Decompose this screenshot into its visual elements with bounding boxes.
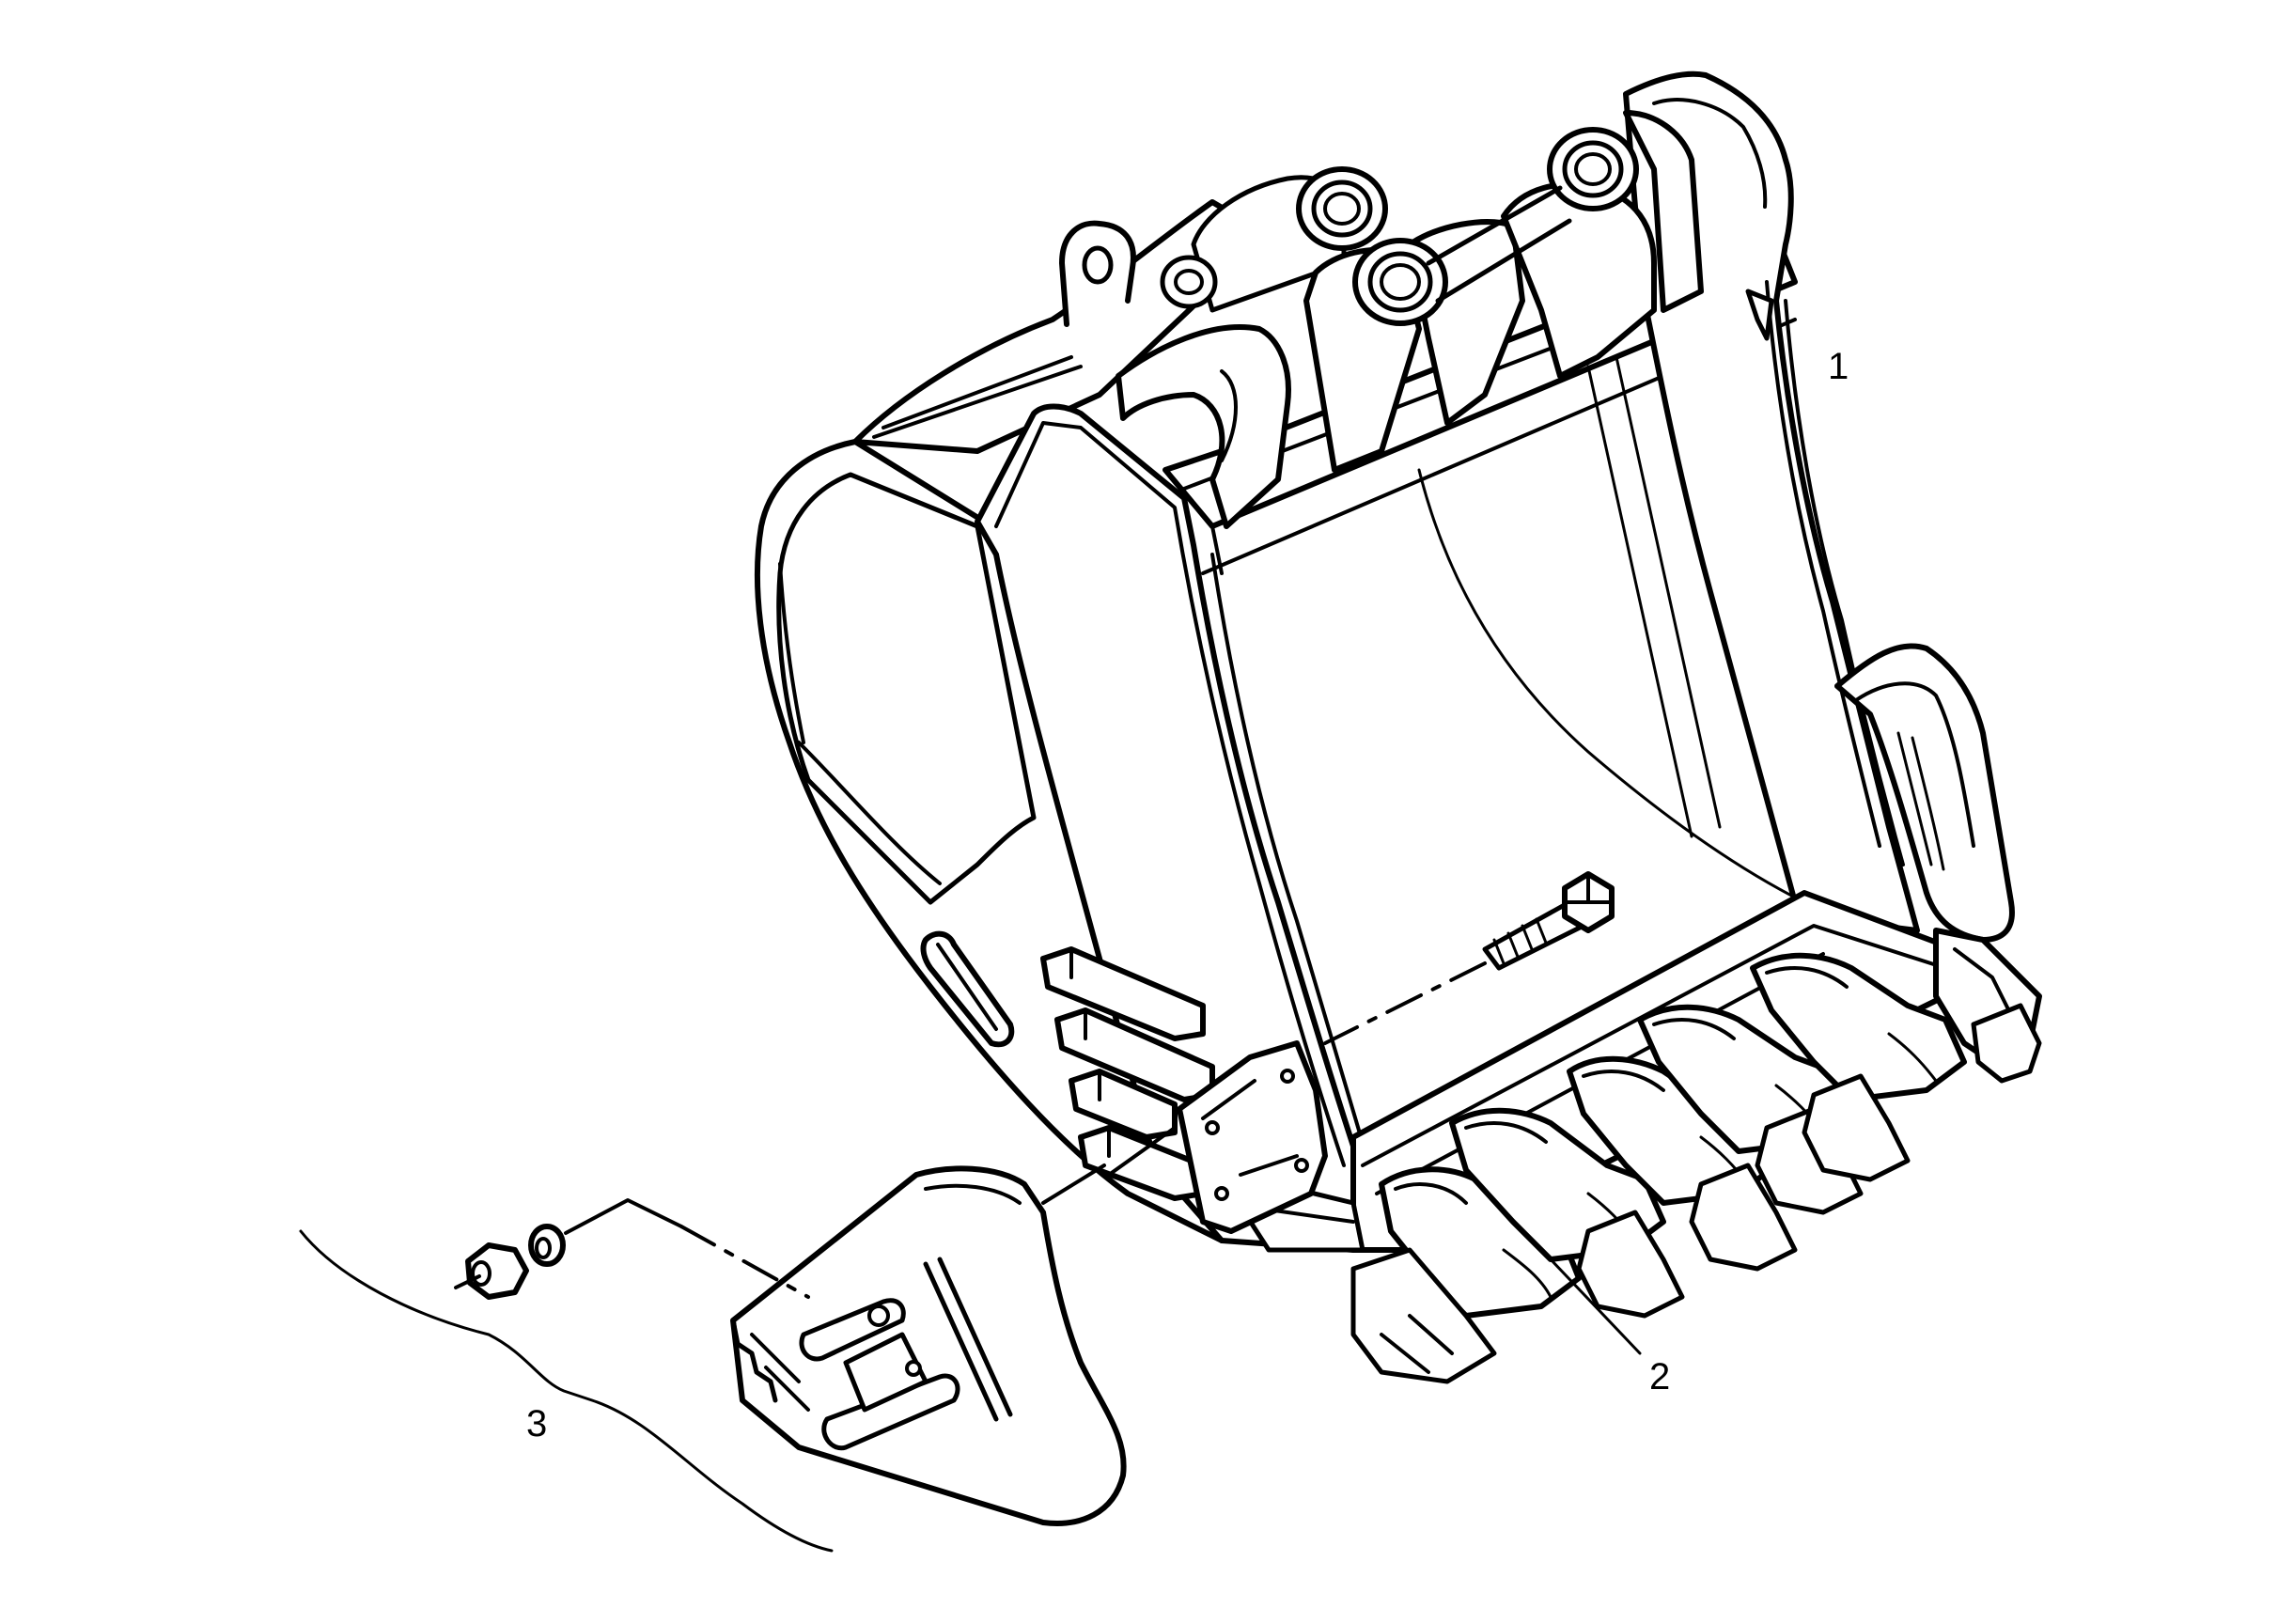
side-cutter: [730, 1126, 1177, 1526]
nut-and-washer: [454, 1198, 810, 1300]
tooth-2: [1449, 1107, 1685, 1319]
leader-2: [1549, 1257, 1642, 1355]
callout-leaders: [299, 1229, 1642, 1553]
linkage-bosses: [1116, 110, 1774, 529]
side-cutter-body: [730, 1165, 1127, 1526]
tooth-1: [1350, 1166, 1582, 1384]
bucket-left-inner-panel: [776, 472, 1037, 905]
tooth-3: [1567, 1055, 1798, 1272]
tooth-5: [1750, 952, 1967, 1182]
bucket-pin-right: [1547, 127, 1639, 211]
bucket-teeth: [1350, 928, 2042, 1384]
bucket-side-wall-front: [975, 403, 1365, 1253]
tooth-6: [1933, 928, 2042, 1084]
tooth-bolt: [1323, 871, 1615, 1045]
callout-1: 1: [1828, 346, 1849, 387]
bucket-inner-floor-curve: [1417, 468, 1806, 904]
bracket-3: [299, 1229, 834, 1553]
callout-2: 2: [1649, 1356, 1671, 1398]
bucket-pin-left: [1296, 166, 1388, 251]
hex-nut: [465, 1242, 529, 1300]
adapter-plate: [1177, 1040, 1328, 1234]
bucket-rear-shell: [852, 199, 1272, 454]
washer: [528, 1224, 566, 1267]
lifting-eye: [1059, 220, 1136, 327]
bucket-pin-center: [1352, 238, 1448, 326]
callout-3: 3: [526, 1403, 548, 1444]
side-cutter-shims: [1040, 946, 1328, 1234]
tooth-4: [1637, 1004, 1864, 1215]
